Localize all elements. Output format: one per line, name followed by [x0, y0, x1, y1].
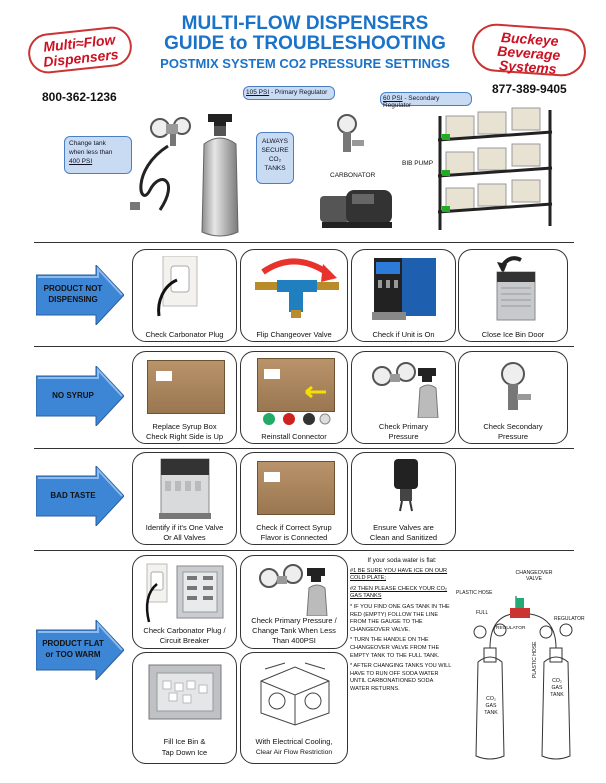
card-flip-changeover-valve: Flip Changeover Valve: [240, 249, 348, 342]
outlet-breaker-icon: [145, 563, 224, 623]
section-arrow-bad-taste: BAD TASTE: [36, 466, 124, 526]
flat-soda-instructions: If your soda water is flat: #1 BE SURE Y…: [350, 557, 452, 692]
co2-tank-diagram-drawing: [473, 596, 573, 760]
page-title: MULTI-FLOW DISPENSERS GUIDE to TROUBLESH…: [160, 13, 450, 71]
card-check-secondary-pressure: Check Secondary Pressure: [458, 351, 568, 444]
section-arrow-no-syrup: NO SYRUP: [36, 366, 124, 426]
bib-pump-label: BIB PUMP: [402, 160, 434, 167]
right-tank-label: CO₂ GAS TANK: [550, 678, 564, 698]
card-clear-air-flow: With Electrical Cooling, Clear Air Flow …: [240, 652, 348, 764]
soda-dispenser-icon: [372, 258, 436, 320]
card-replace-syrup-box: Replace Syrup Box Check Right Side is Up: [132, 351, 237, 444]
left-tank-label: CO₂ GAS TANK: [484, 696, 498, 716]
primary-regulator-icon: [372, 362, 439, 418]
ice-beverage-dispenser-icon: [159, 458, 211, 519]
card-reinstall-connector: Reinstall Connector: [240, 351, 348, 444]
card-check-unit-on: Check if Unit is On: [351, 249, 456, 342]
card-fill-ice-bin: Fill Ice Bin & Tap Down Ice: [132, 652, 237, 764]
co2-tank-diagram: CHANGEOVER VALVE PLASTIC HOSE FULL REGUL…: [456, 568, 586, 764]
wall-outlet-icon: [157, 256, 198, 317]
changeover-valve-icon: [255, 258, 339, 318]
ice-bin-icon: [148, 664, 222, 720]
syrup-box-icon: [257, 461, 335, 515]
card-check-primary-pressure: Check Primary Pressure: [351, 351, 456, 444]
phone-left: 800-362-1236: [42, 90, 117, 104]
co2-tank-illustration: [201, 114, 239, 237]
primary-regulator-callout: 105 PSI - Primary Regulator: [243, 86, 335, 100]
card-check-correct-syrup: Check if Correct Syrup Flavor is Connect…: [240, 452, 348, 545]
carbonator-label: CARBONATOR: [330, 172, 376, 179]
card-ensure-valves-clean: Ensure Valves are Clean and Sanitized: [351, 452, 456, 545]
always-secure-callout: ALWAYS SECURE CO₂ TANKS: [256, 132, 294, 184]
multi-flow-logo: Multi≈Flow Dispensers: [26, 24, 134, 76]
dispensing-valve-icon: [394, 459, 418, 512]
section-divider: [34, 550, 574, 551]
section-divider: [34, 242, 574, 243]
section-divider: [34, 346, 574, 347]
regulator-hose-illustration: [130, 117, 191, 211]
secondary-regulator-callout: 60 PSI - Secondary Regulator: [380, 92, 472, 109]
secondary-regulator-icon: [501, 362, 531, 410]
primary-regulator-tank-icon: [259, 564, 328, 616]
secondary-regulator-illustration: [337, 114, 364, 152]
phone-right: 877-389-9405: [492, 82, 567, 96]
card-check-carbonator-plug: Check Carbonator Plug: [132, 249, 237, 342]
section-divider: [34, 448, 574, 449]
change-tank-callout: Change tank when less than 400 PSI: [64, 136, 132, 174]
card-close-ice-bin-door: Close Ice Bin Door: [458, 249, 568, 342]
bib-pump-rack-illustration: [437, 107, 553, 230]
card-identify-one-valve: Identify if it's One Valve Or All Valves: [132, 452, 237, 545]
ice-machine-icon: [496, 256, 536, 321]
carbonator-illustration: [320, 190, 392, 228]
card-check-primary-change-tank: Check Primary Pressure / Change Tank Whe…: [240, 555, 348, 649]
buckeye-logo: Buckeye Beverage Systems: [470, 22, 588, 78]
section-arrow-product-not-dispensing: PRODUCT NOT DISPENSING: [36, 265, 124, 325]
cooling-unit-sketch-icon: [260, 662, 330, 726]
syrup-box-icon: [147, 360, 225, 414]
changeover-valve-label: CHANGEOVER VALVE: [515, 570, 553, 582]
syrup-box-connector-icon: [257, 358, 335, 412]
section-arrow-product-flat: PRODUCT FLAT or TOO WARM: [36, 620, 124, 680]
connector-icons: [263, 413, 331, 425]
card-check-carbonator-breaker: Check Carbonator Plug / Circuit Breaker: [132, 555, 237, 649]
